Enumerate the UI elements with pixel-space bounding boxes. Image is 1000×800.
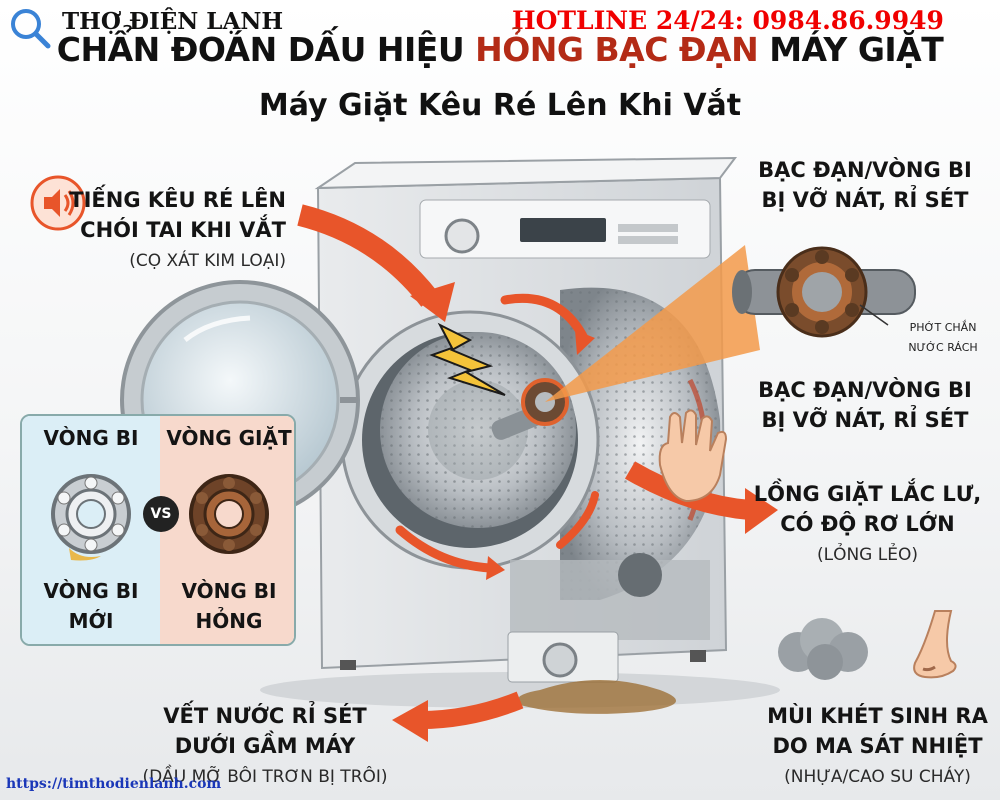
drum-callout-sub: (LỎNG LẺO) — [816, 545, 918, 565]
bearing-mid-line2: BỊ VỠ NÁT, RỈ SÉT — [761, 408, 969, 432]
seal-label-line1: PHỚT CHẮN — [909, 321, 977, 334]
rust-callout-line2: DƯỚI GẦM MÁY — [174, 734, 356, 758]
title-part-3: MÁY GIẶT — [758, 30, 944, 69]
damaged-bearing-icon — [189, 474, 269, 554]
bearing-comparison-panel: VÒNG BI VÒNG GIẶT VS VÒNG BI MỚI VÒNG BI H… — [20, 414, 296, 646]
smell-callout-line1: MÙI KHÉT SINH RA — [767, 704, 988, 728]
noise-callout-line2: CHÓI TAI KHI VẮT — [80, 218, 286, 242]
new-bearing-heading: VÒNG BI — [43, 426, 139, 450]
seal-label-line2: NƯỚC RÁCH — [908, 341, 978, 354]
bearing-top-line1: BẠC ĐẠN/VÒNG BI — [758, 158, 972, 182]
hand-icon — [658, 409, 728, 503]
magnifier-icon — [11, 9, 51, 49]
smell-callout-line2: DO MA SÁT NHIỆT — [772, 734, 983, 758]
bearing-mid-line1: BẠC ĐẠN/VÒNG BI — [758, 378, 972, 402]
rust-callout-sub: (DẦU MỠ BÔI TRƠN BỊ TRÔI) — [142, 767, 388, 787]
smell-callout-sub: (NHỰA/CAO SU CHÁY) — [784, 767, 971, 787]
new-bearing-caption: VÒNG BI MỚI — [22, 576, 160, 636]
drum-callout-line2: CÓ ĐỘ RƠ LỚN — [780, 512, 955, 536]
damaged-bearing-caption-line1: VÒNG BI — [181, 579, 277, 603]
damaged-bearing-heading: VÒNG GIẶT — [166, 426, 292, 450]
noise-callout-line1: TIẾNG KÊU RÉ LÊN — [69, 188, 286, 212]
damaged-bearing-caption: VÒNG BI HỎNG — [160, 576, 294, 636]
bearing-top-line2: BỊ VỠ NÁT, RỈ SÉT — [761, 188, 969, 212]
damaged-bearing-caption-line2: HỎNG — [195, 609, 263, 633]
website-link[interactable]: https://timthodienlanh.com — [6, 776, 222, 792]
speaker-icon — [30, 175, 86, 231]
new-bearing-caption-line1: VÒNG BI — [43, 579, 139, 603]
drum-callout-line1: LỒNG GIẶT LẮC LƯ, — [753, 482, 982, 506]
title-part-2: HỎNG BẠC ĐẠN — [475, 30, 759, 69]
brand-name: THỢ ĐIỆN LẠNH — [62, 8, 284, 35]
page-title: CHẨN ĐOÁN DẤU HIỆU HỎNG BẠC ĐẠN MÁY GIẶT — [0, 30, 1000, 69]
rust-callout-line1: VẾT NƯỚC RỈ SÉT — [163, 704, 367, 728]
new-bearing-caption-line2: MỚI — [68, 609, 114, 633]
vs-badge: VS — [143, 496, 179, 532]
title-part-1: CHẨN ĐOÁN DẤU HIỆU — [56, 30, 476, 69]
hotline[interactable]: HOTLINE 24/24: 0984.86.9949 — [512, 6, 944, 35]
new-bearing-icon — [51, 474, 131, 561]
page-subtitle: Máy Giặt Kêu Ré Lên Khi Vắt — [258, 88, 742, 123]
noise-callout-sub: (CỌ XÁT KIM LOẠI) — [129, 251, 286, 271]
nose-icon — [913, 610, 957, 679]
smoke-icon — [778, 618, 868, 680]
